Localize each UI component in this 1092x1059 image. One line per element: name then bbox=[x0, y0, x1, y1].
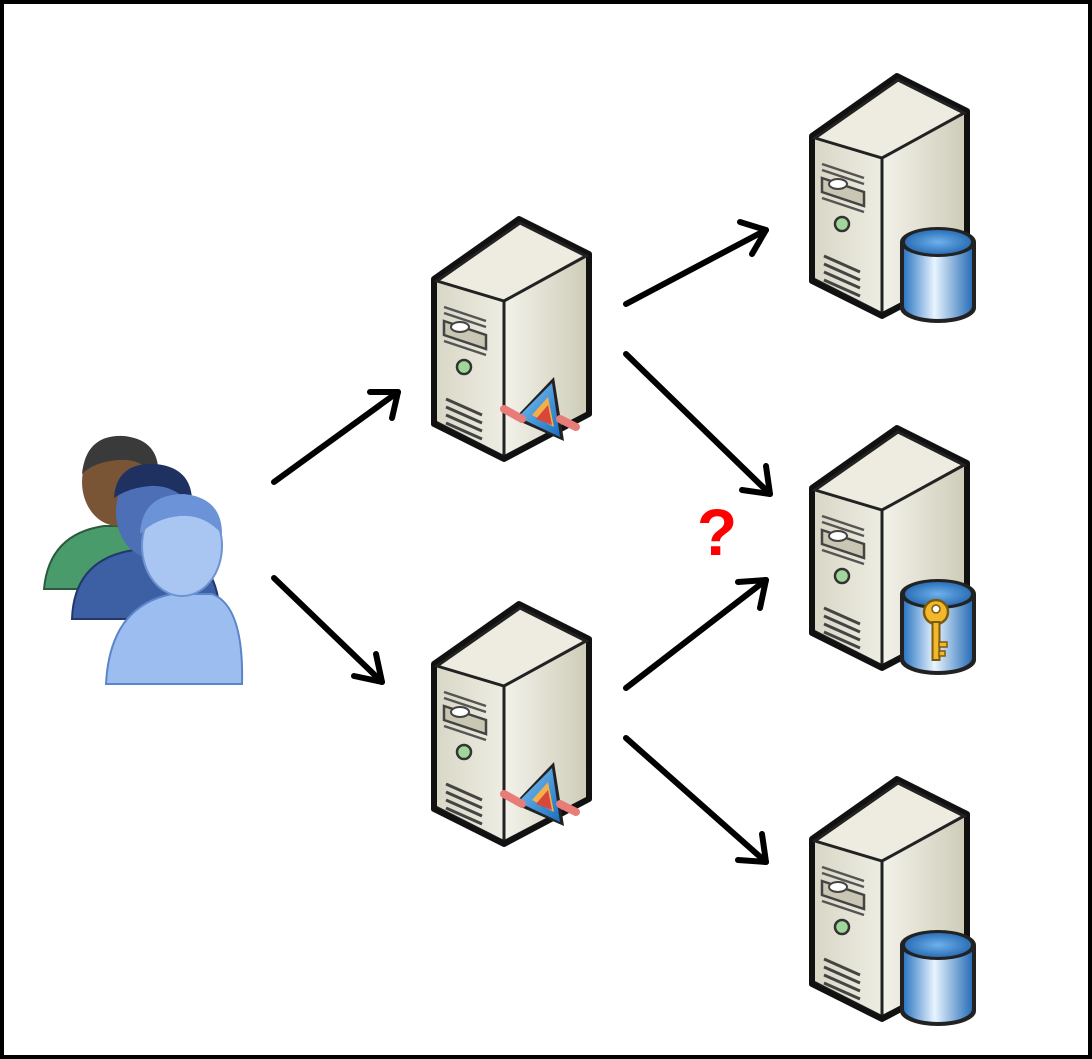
arrow-app-server-2-to-key-server bbox=[623, 577, 769, 691]
app-server-1-icon bbox=[434, 219, 589, 459]
arrow-app-server-2-to-db-server-2 bbox=[623, 735, 769, 865]
app-server-2-icon bbox=[434, 604, 589, 844]
arrow-app-server-1-to-db-server-1 bbox=[623, 219, 769, 307]
db-server-2-icon bbox=[812, 779, 976, 1026]
diagram-svg bbox=[42, 4, 976, 1026]
arrows bbox=[271, 219, 773, 865]
db-server-1-icon bbox=[812, 76, 976, 323]
arrow-users-to-app-server-1 bbox=[271, 389, 401, 485]
arrow-users-to-app-server-2 bbox=[271, 575, 385, 685]
key-server-icon bbox=[812, 428, 976, 675]
users-group-icon bbox=[42, 435, 244, 685]
question-mark-label: ? bbox=[696, 495, 738, 569]
arrow-app-server-1-to-key-server bbox=[623, 351, 773, 497]
